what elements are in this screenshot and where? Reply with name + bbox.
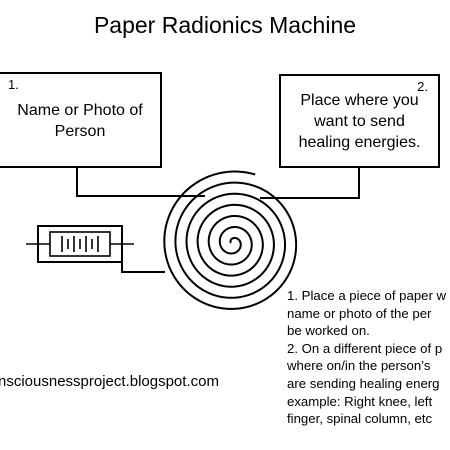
- diagram-title: Paper Radionics Machine: [93, 12, 357, 38]
- box-target-number: 2.: [417, 79, 428, 94]
- box-target-line: healing energies.: [298, 134, 421, 151]
- source-url: nsciousnessproject.blogspot.com: [0, 373, 219, 390]
- box-person-line: Name or Photo of: [17, 102, 143, 119]
- instruction-line: are sending healing energ: [287, 375, 440, 391]
- instructions-text: 1. Place a piece of paper w name or phot…: [287, 287, 450, 428]
- instruction-line: finger, spinal column, etc: [287, 411, 433, 427]
- instruction-line: be worked on.: [287, 323, 370, 339]
- wire-from-box1: [76, 168, 205, 197]
- wire-from-box2: [260, 168, 360, 199]
- instruction-line: 1. Place a piece of paper w: [287, 288, 447, 303]
- box-target-label: Place where you want to send healing ene…: [281, 90, 438, 153]
- box-target-line: Place where you: [300, 92, 419, 109]
- instruction-line: example: Right knee, left: [287, 393, 433, 409]
- box-target-line: want to send: [314, 113, 405, 130]
- instruction-line: where on/in the person’s: [287, 358, 431, 374]
- instruction-line: name or photo of the per: [287, 305, 432, 321]
- box-person-label: Name or Photo of Person: [0, 100, 160, 142]
- box-target: 2. Place where you want to send healing …: [279, 74, 440, 168]
- battery-symbol: [26, 225, 134, 263]
- box-person: 1. Name or Photo of Person: [0, 72, 162, 168]
- instruction-line: 2. On a different piece of p: [287, 340, 443, 356]
- spiral-coil: [163, 170, 298, 310]
- box-person-number: 1.: [8, 77, 19, 92]
- box-person-line: Person: [54, 123, 106, 140]
